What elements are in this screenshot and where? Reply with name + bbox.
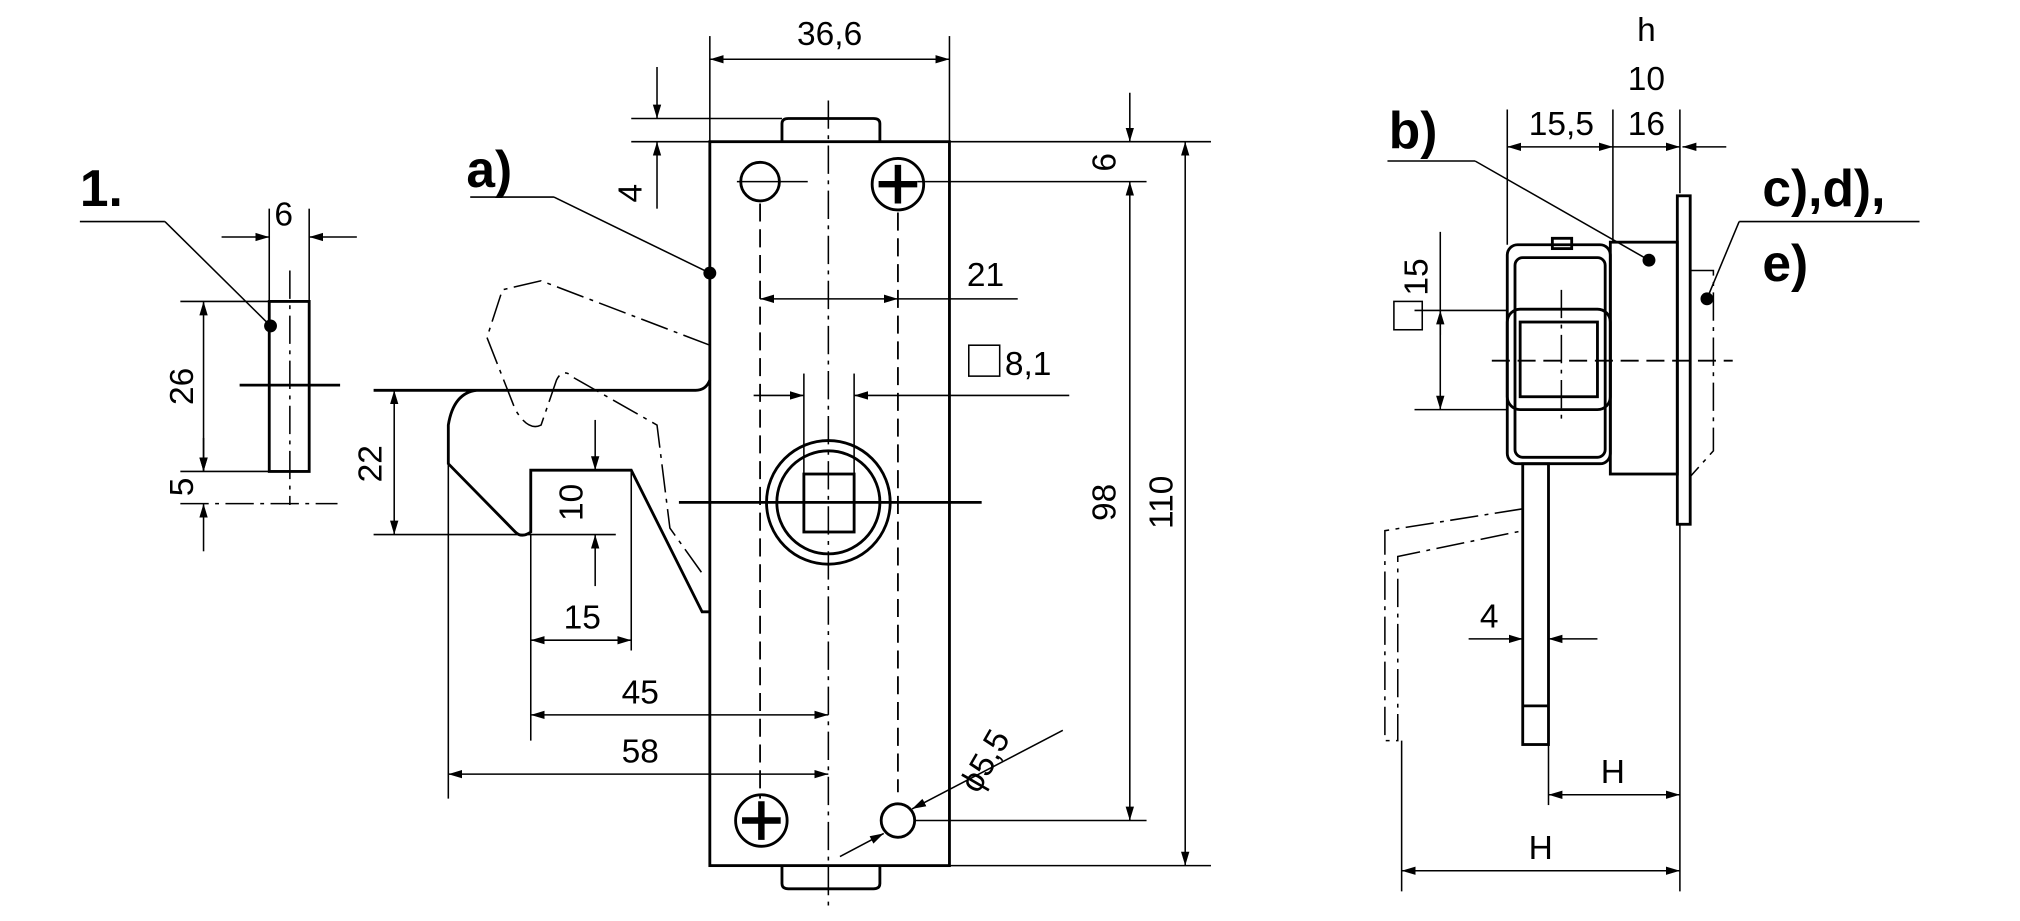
dim-width: 36,6 bbox=[797, 16, 862, 53]
dim-58: 58 bbox=[622, 734, 659, 771]
dim-h-16: 16 bbox=[1628, 106, 1665, 143]
front-view bbox=[373, 36, 1211, 909]
dim-hole-offset: 6 bbox=[1087, 153, 1124, 172]
label-cde-line2: e) bbox=[1762, 234, 1808, 292]
dim-item1-width: 6 bbox=[274, 196, 293, 233]
dim-square-8-1: 8,1 bbox=[1005, 346, 1052, 383]
item-1-strike bbox=[79, 208, 357, 552]
dim-square-15: 15 bbox=[1398, 258, 1435, 295]
dim-H-inner: H bbox=[1601, 754, 1625, 791]
dim-tab-height: 4 bbox=[613, 184, 650, 203]
dim-side-4: 4 bbox=[1480, 598, 1499, 635]
label-a: a) bbox=[466, 140, 512, 198]
dim-H-outer: H bbox=[1529, 830, 1553, 867]
dim-h-label: h bbox=[1637, 12, 1656, 49]
label-b: b) bbox=[1389, 101, 1438, 159]
dim-h-10: 10 bbox=[1628, 61, 1665, 98]
dim-hook-depth: 10 bbox=[553, 484, 590, 521]
dim-item1-height: 26 bbox=[164, 368, 201, 405]
dim-latch-height: 22 bbox=[352, 445, 389, 482]
dim-item1-offset: 5 bbox=[164, 478, 201, 497]
dim-hole-diameter: ϕ5,5 bbox=[953, 724, 1018, 799]
label-item-1: 1. bbox=[80, 159, 123, 217]
label-cde-line1: c),d), bbox=[1762, 159, 1885, 217]
side-view bbox=[1384, 109, 1920, 892]
dim-45: 45 bbox=[622, 674, 659, 711]
dim-hole-pitch: 98 bbox=[1087, 484, 1124, 521]
dim-hole-spacing: 21 bbox=[967, 257, 1004, 294]
dim-total-height: 110 bbox=[1143, 476, 1180, 529]
dim-15-5: 15,5 bbox=[1529, 106, 1594, 143]
dim-hook-width: 15 bbox=[564, 600, 601, 637]
